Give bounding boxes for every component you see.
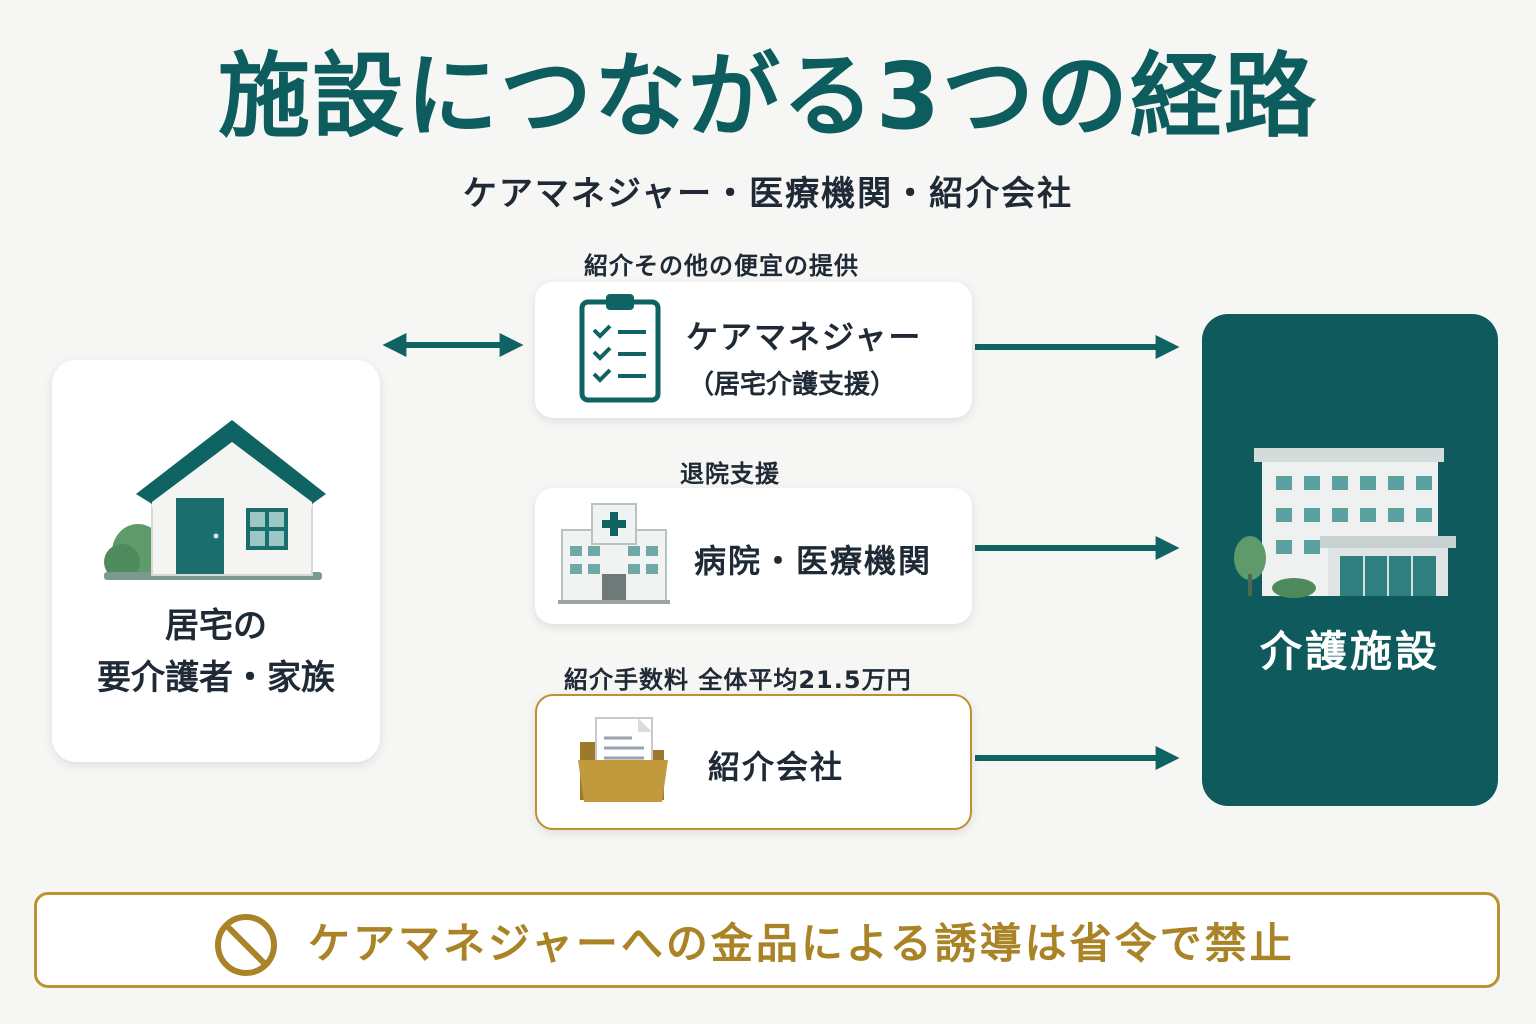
prohibition-icon [215, 914, 277, 976]
origin-label-line2: 要介護者・家族 [97, 658, 335, 698]
warning-text: ケアマネジャーへの金品による誘導は省令で禁止 [308, 919, 1295, 968]
clipboard-checklist-icon [579, 294, 661, 403]
origin-label-line1: 居宅の [165, 606, 267, 646]
facility-label: 介護施設 [1259, 627, 1440, 676]
route-label-care-manager: 紹介その他の便宜の提供 [584, 252, 859, 280]
page-subtitle: ケアマネジャー・医療機関・紹介会社 [462, 174, 1074, 214]
page-title: 施設につながる3つの経路 [217, 43, 1318, 150]
folder-icon [578, 717, 668, 802]
hospital-icon [558, 503, 670, 604]
route-title-hospital: 病院・医療機関 [694, 542, 933, 580]
route-sub-care-manager: （居宅介護支援） [688, 370, 897, 400]
route-title-agency: 紹介会社 [708, 748, 845, 786]
house-icon [104, 420, 326, 580]
facility-building-icon [1234, 448, 1456, 598]
origin-label: 居宅の 要介護者・家族 [52, 600, 380, 704]
route-label-hospital: 退院支援 [680, 460, 780, 488]
warning-box [34, 892, 1500, 988]
route-title-care-manager: ケアマネジャー [686, 318, 923, 356]
route-label-agency: 紹介手数料 全体平均21.5万円 [564, 666, 912, 694]
